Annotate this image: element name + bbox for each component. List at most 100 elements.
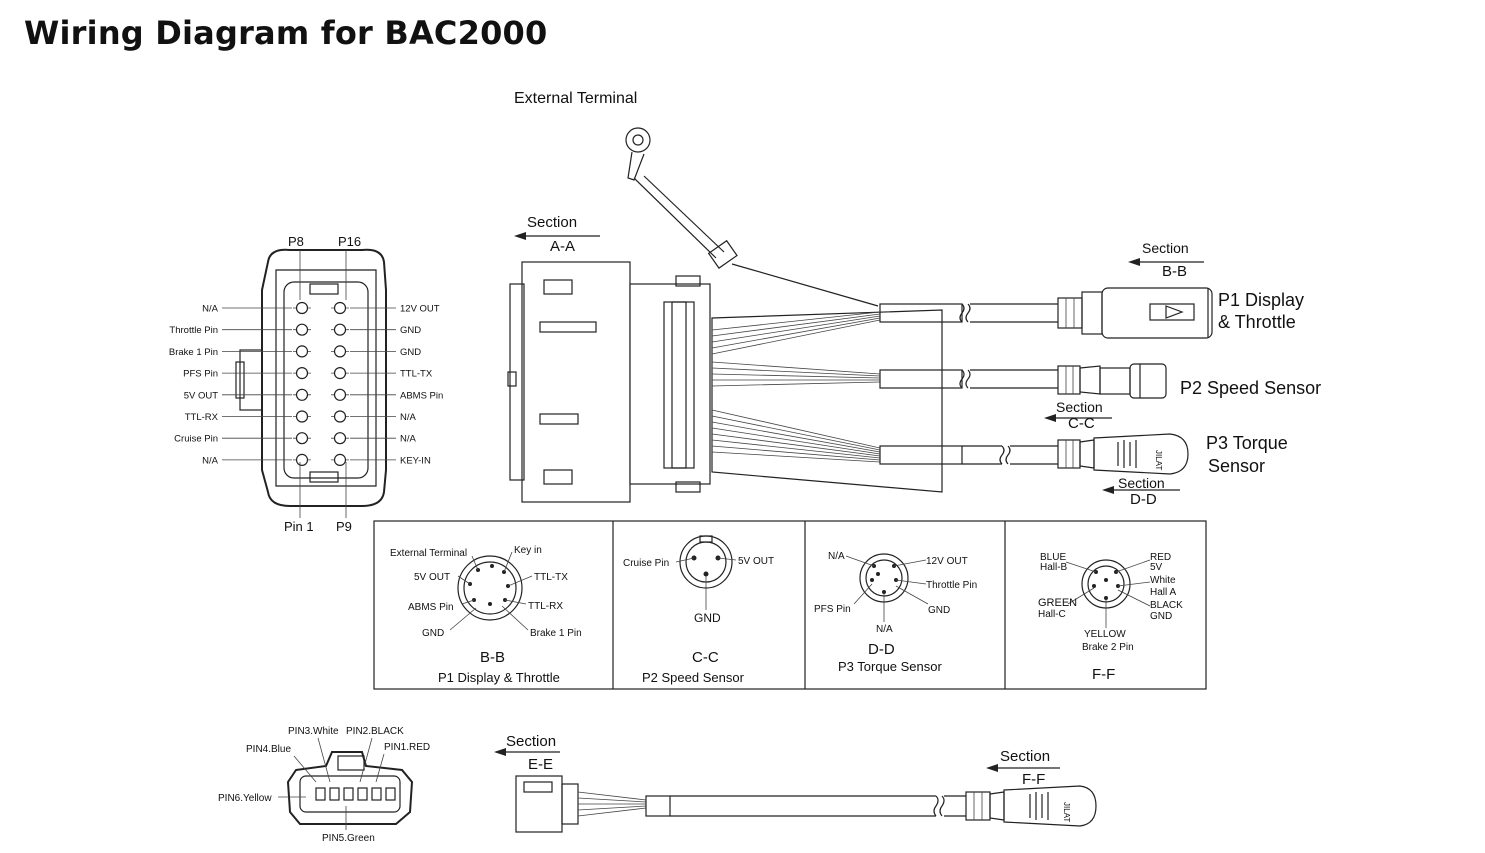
section-d-word: Section <box>1118 475 1165 491</box>
p3-connector: JILAT <box>1057 433 1189 475</box>
section-e-word: Section <box>506 733 556 750</box>
panel-dd <box>845 553 929 622</box>
main-connector-face <box>235 248 387 507</box>
ee-marking: JILAT <box>1062 802 1071 822</box>
panel-bb <box>449 551 533 631</box>
cc-label-2: GND <box>694 611 721 625</box>
ff-label-1: Hall-B <box>1040 562 1068 573</box>
left-pin-label: Throttle Pin <box>169 325 218 336</box>
ff-label-4: White <box>1150 575 1176 586</box>
ff-label-11: Brake 2 Pin <box>1082 642 1134 653</box>
left-pin-label: PFS Pin <box>183 369 218 380</box>
ff-label-9: GND <box>1150 611 1172 622</box>
bb-label-5: TTL-RX <box>528 601 563 612</box>
section-a-word: Section <box>527 214 577 231</box>
ff-label-5: Hall A <box>1150 587 1176 598</box>
label-p16: P16 <box>338 234 361 249</box>
section-b-id: B-B <box>1162 263 1187 280</box>
ee-pin <box>385 787 396 801</box>
label-p8: P8 <box>288 234 304 249</box>
dd-label-2: Throttle Pin <box>926 580 977 591</box>
left-pin-label: N/A <box>202 304 219 315</box>
p3-label-line2: Sensor <box>1208 456 1265 476</box>
left-pin-label: 5V OUT <box>184 390 219 401</box>
cc-caption: P2 Speed Sensor <box>642 670 745 685</box>
ff-id: F-F <box>1092 666 1115 683</box>
external-terminal-label: External Terminal <box>514 90 637 107</box>
dd-label-5: N/A <box>876 624 893 635</box>
ee-label-4: PIN6.Yellow <box>218 793 272 804</box>
dd-label-4: GND <box>928 605 950 616</box>
bb-label-0: External Terminal <box>390 548 467 559</box>
panel-cc <box>675 535 737 610</box>
dd-label-1: 12V OUT <box>926 556 968 567</box>
cc-label-0: Cruise Pin <box>623 558 669 569</box>
left-pin-label: Cruise Pin <box>174 434 218 445</box>
left-pin-label: TTL-RX <box>185 412 219 423</box>
bb-label-3: TTL-TX <box>534 572 568 583</box>
p1-label-line2: & Throttle <box>1218 312 1296 332</box>
right-pin-label: GND <box>400 325 421 336</box>
connector-pin <box>295 367 309 380</box>
connector-pin <box>295 345 309 358</box>
cc-id: C-C <box>692 649 719 666</box>
section-f-word: Section <box>1000 748 1050 765</box>
label-p9: P9 <box>336 519 352 534</box>
section-f-id: F-F <box>1022 771 1045 788</box>
right-pin-label: TTL-TX <box>400 369 433 380</box>
p1-label-line1: P1 Display <box>1218 290 1304 310</box>
right-pin-label: KEY-IN <box>400 455 431 466</box>
ee-cable-assembly: JILAT <box>515 775 1097 833</box>
ff-label-10: YELLOW <box>1084 629 1126 640</box>
section-e-id: E-E <box>528 756 553 773</box>
right-pin-label: ABMS Pin <box>400 390 443 401</box>
bb-label-4: ABMS Pin <box>408 602 454 613</box>
right-pin-label: 12V OUT <box>400 304 440 315</box>
connector-pin <box>295 410 309 423</box>
connector-pin <box>295 323 309 336</box>
left-pin-label: N/A <box>202 455 219 466</box>
left-pin-label: Brake 1 Pin <box>169 347 218 358</box>
dd-label-3: PFS Pin <box>814 604 851 615</box>
ee-label-1: PIN2.BLACK <box>346 726 404 737</box>
main-connector-body <box>507 261 943 503</box>
wire-bundles <box>711 303 1058 465</box>
connector-pin <box>333 367 347 380</box>
ee-label-5: PIN5.Green <box>322 833 375 844</box>
connector-pin <box>333 388 347 401</box>
ff-label-3: 5V <box>1150 562 1163 573</box>
ff-label-7: Hall-C <box>1038 609 1066 620</box>
label-pin1: Pin 1 <box>284 519 314 534</box>
connector-pin <box>333 453 347 466</box>
connector-pin <box>333 410 347 423</box>
right-pin-label: GND <box>400 347 421 358</box>
section-panels <box>373 520 1207 690</box>
connector-pin <box>333 345 347 358</box>
ff-label-8: BLACK <box>1150 600 1183 611</box>
right-pin-label: N/A <box>400 434 417 445</box>
connector-pin <box>295 388 309 401</box>
ff-label-0: BLUE <box>1040 552 1066 563</box>
ee-pin <box>357 787 368 801</box>
section-a-id: A-A <box>550 238 575 255</box>
ee-label-0: PIN3.White <box>288 726 339 737</box>
ee-pin <box>329 787 340 801</box>
right-pin-label: N/A <box>400 412 417 423</box>
bb-label-6: GND <box>422 628 444 639</box>
p1-connector <box>1057 287 1213 339</box>
dd-id: D-D <box>868 641 895 658</box>
dd-label-0: N/A <box>828 551 845 562</box>
ee-pin <box>343 787 354 801</box>
ff-label-6: GREEN <box>1038 597 1077 609</box>
section-c-word: Section <box>1056 399 1103 415</box>
cc-label-1: 5V OUT <box>738 556 774 567</box>
connector-pin <box>295 301 309 315</box>
ff-label-2: RED <box>1150 552 1171 563</box>
p2-label: P2 Speed Sensor <box>1180 378 1321 398</box>
p3-marking: JILAT <box>1154 450 1163 470</box>
bb-label-1: Key in <box>514 545 542 556</box>
dd-caption: P3 Torque Sensor <box>838 659 942 674</box>
ee-pin <box>371 787 382 801</box>
bb-label-7: Brake 1 Pin <box>530 628 582 639</box>
page-title: Wiring Diagram for BAC2000 <box>24 14 548 52</box>
